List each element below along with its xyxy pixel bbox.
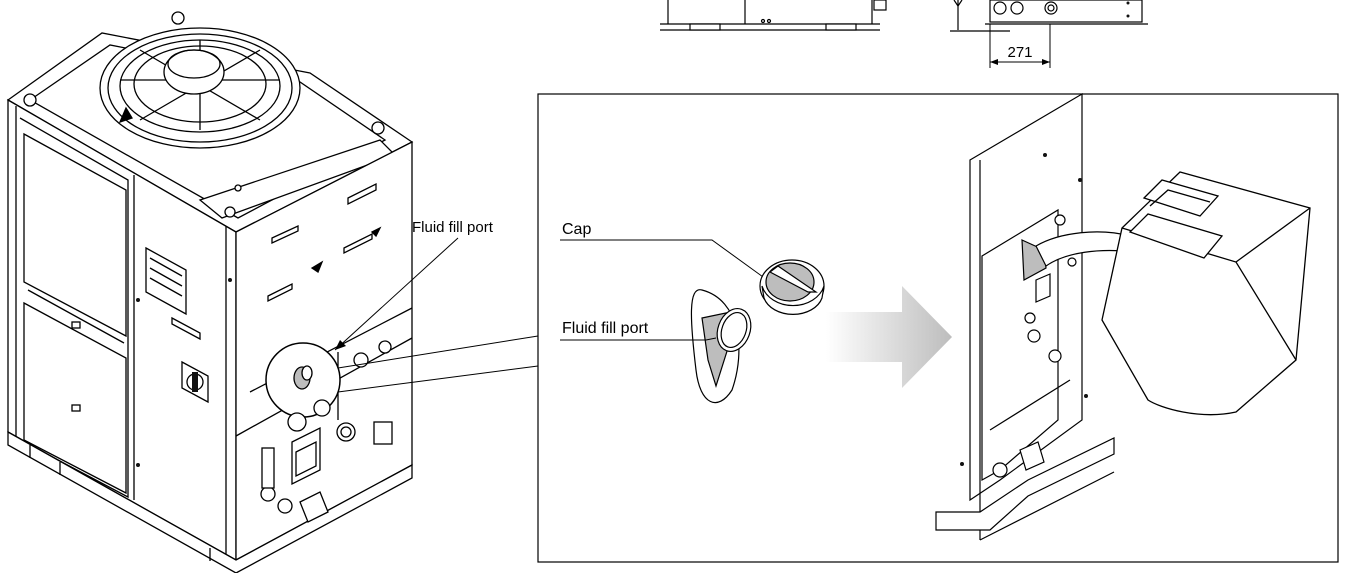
detail-fill-port-label: Fluid fill port bbox=[562, 320, 649, 337]
main-fill-port-label: Fluid fill port bbox=[412, 219, 494, 236]
dimension-label: 271 bbox=[1007, 44, 1032, 61]
unit-side-detail bbox=[935, 92, 1115, 541]
fan-guard bbox=[99, 27, 301, 149]
upper-grille bbox=[23, 132, 127, 338]
cap-label: Cap bbox=[562, 221, 591, 238]
rating-plate bbox=[145, 246, 187, 316]
chiller-unit bbox=[6, 11, 414, 574]
lower-grille bbox=[23, 301, 127, 495]
dimension-271: 271 bbox=[989, 24, 1051, 68]
top-views: 271 bbox=[660, 0, 1148, 68]
detail-panel: Cap Fluid fill port bbox=[537, 92, 1339, 563]
main-callout: Fluid fill port bbox=[334, 219, 494, 351]
front-view-partial bbox=[660, 0, 887, 31]
fluid-container bbox=[1101, 171, 1311, 416]
process-arrow bbox=[826, 286, 952, 388]
cap bbox=[759, 259, 825, 315]
main-switch bbox=[181, 360, 209, 404]
side-view-partial bbox=[950, 0, 1148, 32]
fill-port-detail bbox=[690, 289, 752, 403]
